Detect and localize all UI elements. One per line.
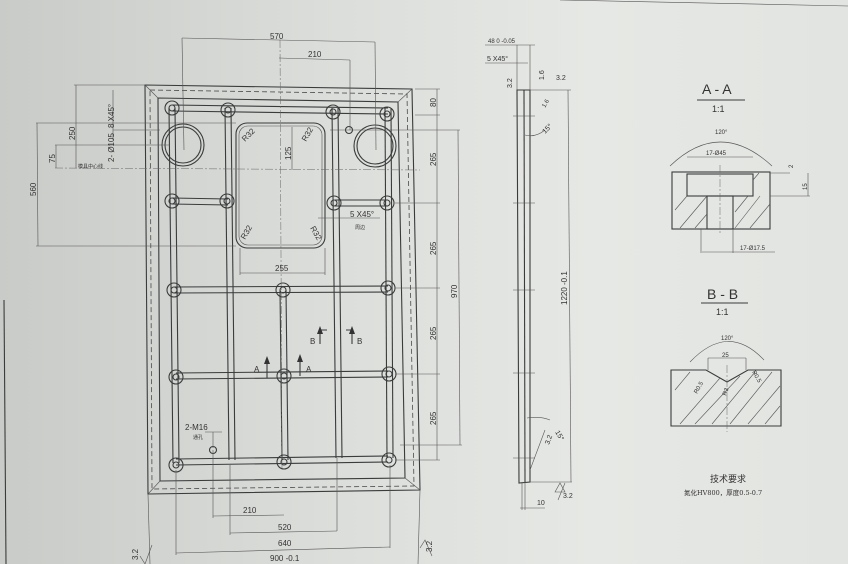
section-aa-depth-2: 2 <box>789 164 795 168</box>
section-bb-scale: 1:1 <box>716 307 729 317</box>
section-marker-b: B B <box>310 326 362 346</box>
center-line-label: 模具中心线 <box>78 163 103 170</box>
dim-hole-diameter: 2- Ø105 <box>107 133 116 162</box>
sheet-border-top <box>559 0 848 7</box>
dim-80: 80 <box>429 98 438 107</box>
dim-75: 75 <box>48 154 57 163</box>
side-roughness-top: 3.2 <box>556 75 566 82</box>
section-aa-counterbore: 17-Ø45 <box>706 151 727 157</box>
sheet-border <box>3 299 7 564</box>
section-a-a: A - A 1:1 120° 17-Ø45 2 15 17-Ø17.5 <box>669 81 810 253</box>
dim-265-3: 265 <box>429 326 438 340</box>
section-bb-angle: 120° <box>721 336 734 342</box>
side-profile <box>516 89 531 484</box>
window-chamfer-note: 周边 <box>355 224 365 231</box>
side-chamfer: 5 X45° <box>487 55 508 63</box>
dim-chamfer-top: 8 X45° <box>107 104 116 128</box>
svg-text:3.2: 3.2 <box>425 540 434 552</box>
side-roughness-left: 3.2 <box>507 78 514 88</box>
tech-requirements-title: 技术要求 <box>710 473 746 485</box>
dim-265-2: 265 <box>429 241 438 255</box>
svg-text:A: A <box>254 365 260 374</box>
section-b-b: B - B 1:1 120° 25 R0.5 R0.5 R3 <box>670 286 782 432</box>
dim-560: 560 <box>29 182 38 196</box>
svg-text:A: A <box>306 365 312 374</box>
side-roughness-chamfer: 1.6 <box>542 98 552 109</box>
dim-window-chamfer: 5 X45° <box>350 210 374 219</box>
dim-570: 570 <box>270 32 284 41</box>
section-aa-title: A - A <box>702 81 732 97</box>
side-roughness-end: 3.2 <box>563 493 573 500</box>
dim-250: 250 <box>68 126 77 140</box>
dim-255: 255 <box>275 264 289 273</box>
section-bb-title: B - B <box>707 286 738 302</box>
section-aa-through-hole: 17-Ø17.5 <box>740 246 766 252</box>
radius-label-bl: R32 <box>239 223 254 241</box>
section-bb-radius-left: R0.5 <box>694 380 706 395</box>
thread-label: 2-M16 <box>185 423 208 432</box>
section-aa-depth-15: 15 <box>803 183 809 190</box>
dim-265-1: 265 <box>429 152 438 166</box>
dim-520: 520 <box>278 523 292 532</box>
radius-label-tr: R32 <box>300 125 315 143</box>
section-bb-radius-right: R0.5 <box>750 370 762 385</box>
dim-640: 640 <box>278 539 292 548</box>
section-aa-angle: 120° <box>715 130 728 136</box>
plate-outline <box>144 84 421 495</box>
section-marker-a: A A <box>254 354 312 378</box>
svg-text:B: B <box>310 337 315 346</box>
large-holes <box>161 123 397 168</box>
svg-text:B: B <box>357 337 362 346</box>
dim-900: 900 -0.1 <box>270 554 300 563</box>
main-plate-view: 570 210 8 X45° 2- Ø105 250 75 560 模具中心线 … <box>29 32 462 564</box>
dim-265-4: 265 <box>429 411 438 425</box>
section-bb-width: 25 <box>722 353 729 359</box>
dim-970: 970 <box>450 284 459 298</box>
side-angle-bottom: 15° <box>553 429 565 442</box>
side-thickness: 48 0 -0.05 <box>488 39 516 45</box>
dimension-lines <box>36 37 462 564</box>
side-view: 48 0 -0.05 5 X45° 3.2 1.6 3.2 1.6 15° 15… <box>485 39 573 510</box>
side-roughness-16: 1.6 <box>539 70 546 80</box>
side-roughness-bottom: 3.2 <box>544 434 554 446</box>
radius-label-tl: R32 <box>240 126 257 143</box>
dim-125: 125 <box>284 146 293 160</box>
thread-note: 通孔 <box>193 434 203 441</box>
side-angle-top: 15° <box>541 122 554 135</box>
side-length: 1220 -0.1 <box>560 271 569 305</box>
tech-requirements-text: 氮化HV800，厚度0.5-0.7 <box>684 488 762 497</box>
dim-210-bottom: 210 <box>243 506 257 515</box>
side-dim-10: 10 <box>537 500 545 507</box>
section-aa-scale: 1:1 <box>712 104 725 114</box>
center-window <box>235 122 326 249</box>
dim-210-top: 210 <box>308 50 322 59</box>
section-bb-radius-3: R3 <box>722 387 730 397</box>
roughness-symbol: 3.2 3.2 <box>131 539 434 564</box>
bolt-holes <box>164 100 397 473</box>
svg-text:3.2: 3.2 <box>131 548 140 560</box>
